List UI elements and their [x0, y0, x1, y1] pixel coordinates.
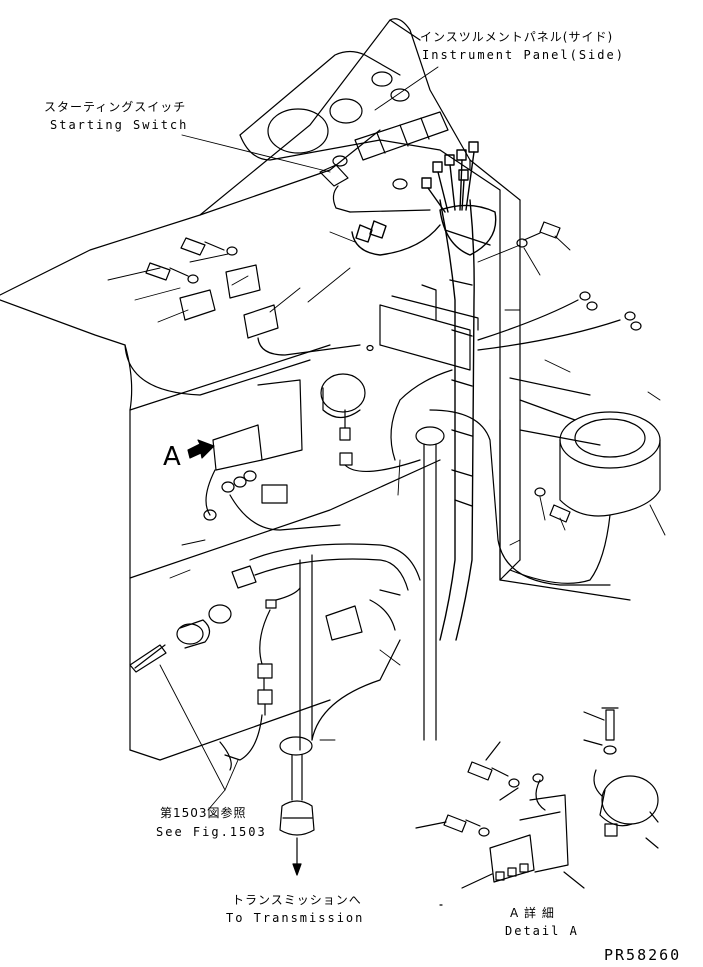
right-side-cables: [477, 291, 642, 351]
middle-components: [203, 369, 453, 531]
arrow-a-marker: [187, 439, 215, 459]
fasteners-top: [145, 221, 571, 523]
instrument-panel-label-en: Instrument Panel(Side): [422, 48, 625, 62]
detail-a: [415, 707, 659, 906]
see-fig-label-jp: 第1503図参照: [160, 806, 247, 820]
leader-lines: [107, 66, 666, 811]
to-transmission-label-en: To Transmission: [226, 911, 365, 925]
starting-switch-label-jp: スターティングスイッチ: [44, 100, 187, 114]
panel-body: [0, 18, 631, 761]
drawing-code: PR58260: [604, 946, 682, 964]
relays-upper: [179, 264, 361, 356]
hour-meter: [509, 411, 661, 584]
grommet-cable: [415, 409, 611, 741]
see-fig-label-en: See Fig.1503: [156, 825, 267, 839]
arrow-a-label: A: [163, 442, 181, 472]
gauge-panel: [267, 71, 449, 190]
instrument-panel-label-jp: インスツルメントパネル(サイド): [420, 30, 614, 44]
starting-switch: [319, 155, 431, 213]
detail-a-label-jp: A 詳 細: [510, 906, 555, 920]
main-harness: [351, 141, 497, 641]
transmission-cable: [219, 714, 315, 876]
to-transmission-label-jp: トランスミッションへ: [232, 893, 362, 907]
detail-a-label-en: Detail A: [505, 924, 579, 938]
starting-switch-label-en: Starting Switch: [50, 118, 189, 132]
harness-bracket: [366, 284, 479, 371]
lower-components: [129, 543, 421, 751]
